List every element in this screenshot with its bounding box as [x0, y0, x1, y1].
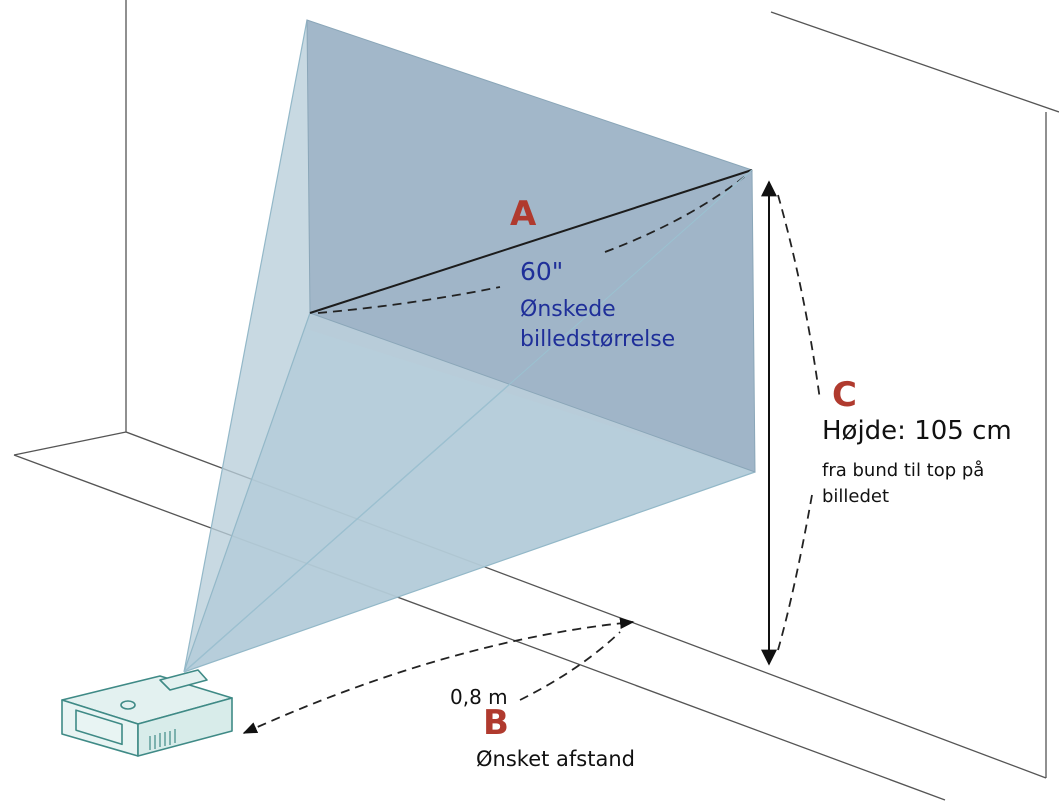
image-size-caption-line2: billedstørrelse [520, 327, 676, 352]
label-a: A [510, 194, 537, 234]
projector-lens-mount [159, 669, 208, 691]
distance-arc-b [242, 617, 635, 734]
diagonal-dashed-upper [604, 173, 749, 253]
projector [61, 669, 233, 757]
image-size-caption-line1: Ønskede [520, 297, 616, 322]
height-value: Højde: 105 cm [822, 416, 1012, 446]
beam-bottom-face [184, 313, 755, 672]
distance-arc-lower [519, 631, 621, 701]
image-size-value: 60" [520, 257, 564, 286]
height-dashed-top [777, 194, 821, 401]
distance-caption: Ønsket afstand [476, 747, 635, 771]
label-b: B [483, 703, 509, 743]
diagonal-line-a [309, 169, 753, 314]
left-floor-edge [13, 431, 127, 456]
diagonal-dashed-lower [317, 286, 501, 314]
height-caption-line2: billedet [822, 486, 890, 507]
height-caption-line1: fra bund til top på [822, 460, 985, 481]
projector-front-vent [75, 709, 123, 746]
beam-edge-top [183, 19, 308, 673]
label-c: C [832, 375, 857, 415]
projector-side-grille [149, 729, 176, 750]
distance-value: 0,8 m [450, 685, 508, 709]
diagonal-beam-line [183, 169, 753, 673]
right-wall-top [770, 11, 1059, 113]
projector-side [137, 697, 233, 757]
projector-button-icon [120, 700, 136, 710]
projected-screen [306, 19, 756, 473]
height-dashed-bottom [777, 494, 813, 651]
beam-edge-left [183, 312, 311, 673]
